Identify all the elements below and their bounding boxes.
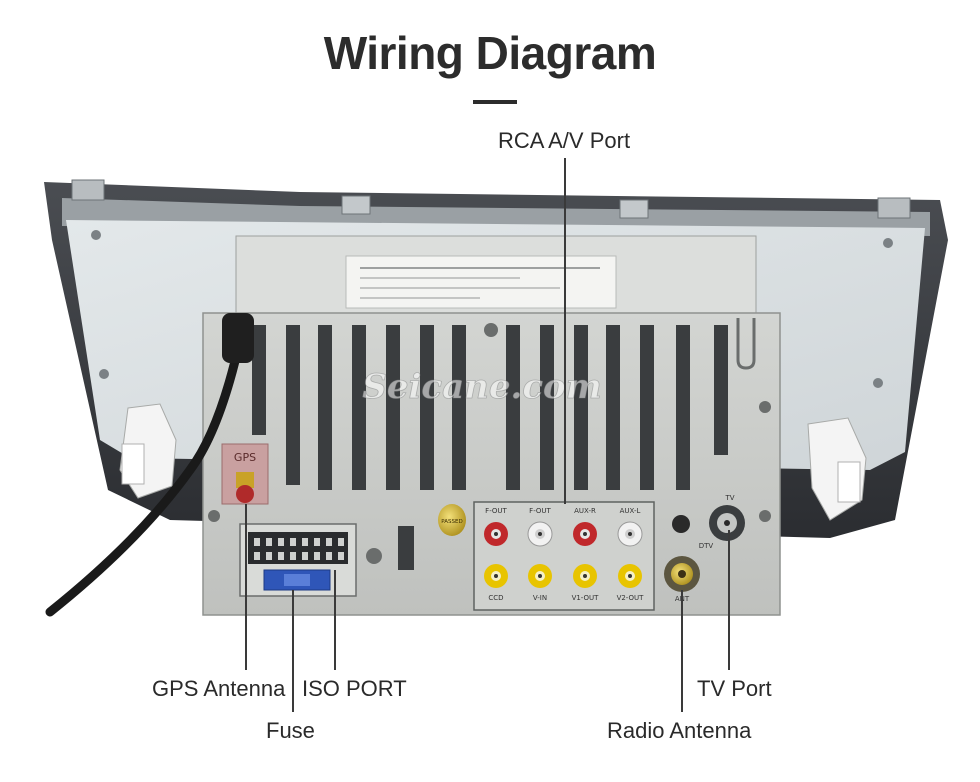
power-cable [45, 313, 254, 617]
rca-jack-yellow-4 [618, 564, 642, 588]
gps-marking: GPS [234, 451, 256, 464]
rca-top-label-2: F-OUT [529, 507, 551, 515]
iso-port-label: ISO PORT [302, 676, 407, 701]
rca-bottom-label-3: V1-OUT [572, 594, 600, 602]
fuse-label: Fuse [266, 718, 315, 743]
iso-port [239, 523, 414, 597]
gps-antenna-connector: GPS [221, 443, 269, 505]
rca-jack-yellow-3 [573, 564, 597, 588]
radio-pointer-line [681, 590, 683, 712]
rca-bottom-label-1: CCD [488, 594, 503, 602]
tv-port-label: TV Port [697, 676, 772, 701]
passed-badge: PASSED [438, 504, 466, 536]
ir-hole [672, 515, 690, 533]
gps-antenna-label: GPS Antenna [152, 676, 286, 701]
rca-top-label-1: F-OUT [485, 507, 507, 515]
title-underline [473, 100, 517, 104]
rca-av-panel: F-OUT F-OUT AUX-R AUX-L CCD V-IN V1-OUT … [473, 501, 655, 611]
mounting-clip-right [807, 417, 867, 521]
gps-pointer-line [245, 504, 247, 670]
page-title: Wiring Diagram [323, 27, 657, 79]
rca-av-port-label: RCA A/V Port [498, 128, 631, 153]
passed-badge-text: PASSED [441, 519, 462, 525]
radio-antenna-label: Radio Antenna [607, 718, 752, 743]
mounting-clip-left [119, 403, 177, 499]
upper-cage [235, 235, 757, 317]
rca-jack-red-2 [573, 522, 597, 546]
tv-pointer-line [728, 530, 730, 670]
rca-top-label-3: AUX-R [574, 507, 596, 515]
tv-marking: TV [724, 494, 734, 502]
rca-jack-yellow-1 [484, 564, 508, 588]
dtv-marking: DTV [699, 542, 714, 550]
rca-jack-red-1 [484, 522, 508, 546]
rca-jack-white-2 [617, 521, 643, 547]
fuse-pointer-line [292, 590, 294, 712]
rca-jack-yellow-2 [528, 564, 552, 588]
vent-slots [252, 325, 728, 490]
rca-pointer-line [564, 158, 566, 504]
iso-pointer-line [334, 570, 336, 670]
label-sticker [345, 255, 617, 309]
rca-top-label-4: AUX-L [620, 507, 641, 515]
tv-port-connector: TV DTV [699, 494, 745, 550]
watermark-text: Seicane.com [362, 367, 601, 407]
rca-bottom-label-2: V-IN [533, 594, 547, 602]
rca-jack-white-1 [527, 521, 553, 547]
rca-bottom-label-4: V2-OUT [617, 594, 645, 602]
